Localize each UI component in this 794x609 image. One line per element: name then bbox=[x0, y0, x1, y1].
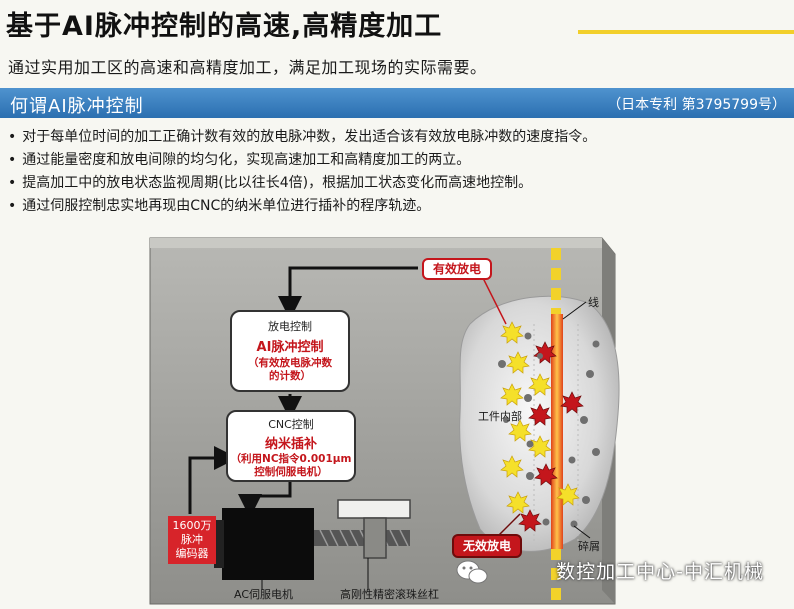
page-subtitle: 通过实用加工区的高速和高精度加工，满足加工现场的实际需要。 bbox=[8, 58, 487, 77]
wire-label: 线 bbox=[588, 296, 599, 309]
discharge-note: （有效放电脉冲数 bbox=[248, 357, 332, 369]
cnc-control-box: CNC控制 纳米插补 （利用NC指令0.001μm 控制伺服电机） bbox=[226, 410, 356, 482]
encoder-badge: 1600万 脉冲 编码器 bbox=[168, 516, 216, 564]
ai-pulse-control-label: AI脉冲控制 bbox=[256, 340, 324, 355]
encoder-line: 脉冲 bbox=[181, 533, 203, 546]
encoder-line: 1600万 bbox=[172, 519, 212, 532]
section-band: 何谓AI脉冲控制 （日本专利 第3795799号） bbox=[0, 88, 794, 118]
cnc-note: 控制伺服电机） bbox=[254, 466, 328, 478]
ineffective-sparks bbox=[518, 341, 584, 532]
workpiece-label: 工件内部 bbox=[478, 410, 522, 423]
nano-interpolation-label: 纳米插补 bbox=[264, 437, 317, 452]
discharge-note: 的计数） bbox=[269, 370, 311, 382]
discharge-control-box: 放电控制 AI脉冲控制 （有效放电脉冲数 的计数） bbox=[230, 310, 350, 392]
patent-number: （日本专利 第3795799号） bbox=[607, 97, 786, 113]
wire-electrode bbox=[551, 314, 563, 549]
feedback-arrow bbox=[278, 266, 418, 320]
ac-servo-motor bbox=[222, 508, 314, 580]
cnc-note: （利用NC指令0.001μm bbox=[230, 453, 352, 465]
effective-sparks bbox=[500, 321, 580, 514]
ballscrew-label: 高刚性精密滚珠丝杠 bbox=[340, 588, 439, 601]
servo-arrow bbox=[238, 482, 292, 518]
cnc-control-title: CNC控制 bbox=[268, 418, 314, 431]
feature-item: 提高加工中的放电状态监视周期(比以往长4倍)，根据加工状态变化而高速地控制。 bbox=[8, 172, 596, 195]
diagram: 放电控制 AI脉冲控制 （有效放电脉冲数 的计数） CNC控制 纳米插补 （利用… bbox=[0, 224, 794, 609]
ineffective-discharge-callout: 无效放电 bbox=[452, 534, 522, 558]
encoder-arrow bbox=[188, 446, 238, 514]
feature-item: 通过伺服控制忠实地再现由CNC的纳米单位进行插补的程序轨迹。 bbox=[8, 195, 596, 218]
section-title: 何谓AI脉冲控制 bbox=[10, 96, 144, 117]
discharge-control-title: 放电控制 bbox=[268, 320, 312, 333]
diagram-graphics bbox=[149, 237, 620, 605]
wechat-icon bbox=[456, 560, 488, 584]
feature-item: 对于每单位时间的加工正确计数有效的放电脉冲数，发出适合该有效放电脉冲数的速度指令… bbox=[8, 126, 596, 149]
title-underline bbox=[578, 30, 794, 34]
encoder-line: 编码器 bbox=[175, 547, 209, 560]
page-title: 基于AI脉冲控制的高速,高精度加工 bbox=[6, 11, 443, 42]
motor-label: AC伺服电机 bbox=[234, 588, 294, 601]
debris-particles bbox=[498, 332, 600, 528]
feature-list: 对于每单位时间的加工正确计数有效的放电脉冲数，发出适合该有效放电脉冲数的速度指令… bbox=[8, 126, 596, 218]
machine-table bbox=[337, 499, 411, 519]
watermark-text: 数控加工中心-中汇机械 bbox=[556, 561, 764, 583]
feature-item: 通过能量密度和放电间隙的均匀化，实现高速加工和高精度加工的两立。 bbox=[8, 149, 596, 172]
debris-label: 碎屑 bbox=[578, 540, 600, 553]
effective-discharge-callout: 有效放电 bbox=[422, 258, 492, 280]
